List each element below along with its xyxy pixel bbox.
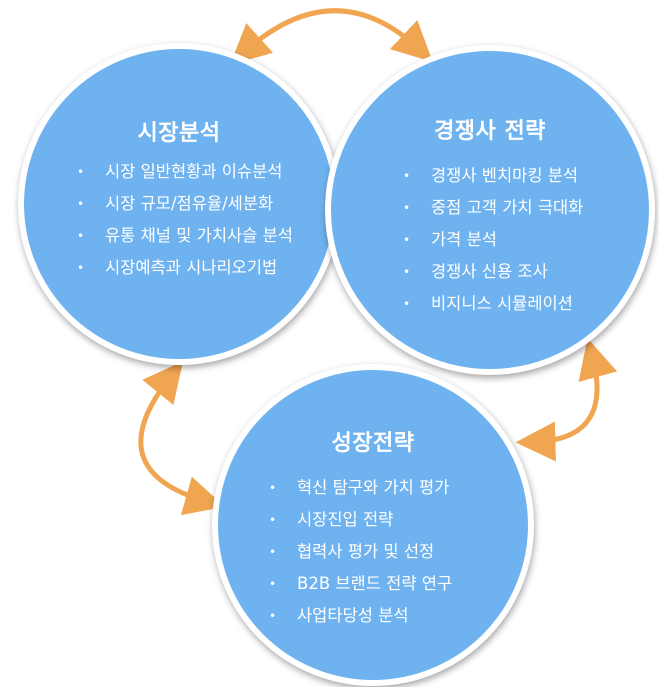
list-item: • 경쟁사 벤치마킹 분석 xyxy=(401,160,583,192)
list-item-label: 혁신 탐구와 가치 평가 xyxy=(297,478,450,497)
list-item-label: 비지니스 시뮬레이션 xyxy=(431,294,573,313)
list-item: • 시장진입 전략 xyxy=(267,504,452,536)
bullet-icon: • xyxy=(269,481,277,495)
competitor-strategy-title: 경쟁사 전략 xyxy=(434,119,546,144)
list-item-label: 협력사 평가 및 선정 xyxy=(297,542,435,561)
list-item-label: 사업타당성 분석 xyxy=(297,606,409,625)
list-item-label: 시장진입 전략 xyxy=(297,510,394,529)
bullet-icon: • xyxy=(403,297,411,311)
list-item: • 중점 고객 가치 극대화 xyxy=(401,192,583,224)
market-analysis-circle: 시장분석 • 시장 일반현황과 이슈분석 • 시장 규모/점유율/세분화 • 유통 채… xyxy=(18,43,340,365)
bullet-icon: • xyxy=(77,165,85,179)
arrow-market-competitor xyxy=(230,8,433,65)
list-item: • 시장예측과 시나리오기법 xyxy=(75,252,293,284)
competitor-strategy-list: • 경쟁사 벤치마킹 분석 • 중점 고객 가치 극대화 • 가격 분석 • 경쟁사 신… xyxy=(401,160,583,320)
arrow-competitor-growth xyxy=(515,338,618,462)
bullet-icon: • xyxy=(77,197,85,211)
growth-strategy-list: • 혁신 탐구와 가치 평가 • 시장진입 전략 • 협력사 평가 및 선정 • B2B… xyxy=(267,472,452,632)
market-analysis-title: 시장분석 xyxy=(137,121,221,146)
list-item-label: 유통 채널 및 가치사슬 분석 xyxy=(105,226,293,245)
bullet-icon: • xyxy=(77,229,85,243)
bullet-icon: • xyxy=(77,261,85,275)
market-analysis-list: • 시장 일반현황과 이슈분석 • 시장 규모/점유율/세분화 • 유통 채널 및 가… xyxy=(75,156,293,284)
bullet-icon: • xyxy=(269,577,277,591)
list-item-label: B2B 브랜드 전략 연구 xyxy=(297,574,453,593)
growth-strategy-circle: 성장전략 • 혁신 탐구와 가치 평가 • 시장진입 전략 • 협력사 평가 및 선정… xyxy=(212,364,534,686)
list-item: • 시장 일반현황과 이슈분석 xyxy=(75,156,293,188)
list-item: • 유통 채널 및 가치사슬 분석 xyxy=(75,220,293,252)
bullet-icon: • xyxy=(403,169,411,183)
bullet-icon: • xyxy=(403,233,411,247)
list-item-label: 시장 규모/점유율/세분화 xyxy=(105,194,274,213)
list-item-label: 가격 분석 xyxy=(431,230,497,249)
list-item-label: 경쟁사 신용 조사 xyxy=(431,262,548,281)
list-item: • 협력사 평가 및 선정 xyxy=(267,536,452,568)
list-item: • 시장 규모/점유율/세분화 xyxy=(75,188,293,220)
bullet-icon: • xyxy=(403,265,411,279)
list-item: • 경쟁사 신용 조사 xyxy=(401,256,583,288)
bullet-icon: • xyxy=(269,545,277,559)
bullet-icon: • xyxy=(269,609,277,623)
competitor-strategy-circle: 경쟁사 전략 • 경쟁사 벤치마킹 분석 • 중점 고객 가치 극대화 • 가격 분석… xyxy=(325,45,655,375)
bullet-icon: • xyxy=(269,513,277,527)
list-item-label: 경쟁사 벤치마킹 분석 xyxy=(431,166,579,185)
arrow-growth-market xyxy=(138,361,225,516)
list-item: • 비지니스 시뮬레이션 xyxy=(401,288,583,320)
list-item: • 가격 분석 xyxy=(401,224,583,256)
list-item-label: 시장예측과 시나리오기법 xyxy=(105,258,278,277)
list-item: • 혁신 탐구와 가치 평가 xyxy=(267,472,452,504)
list-item-label: 중점 고객 가치 극대화 xyxy=(431,198,584,217)
list-item: • B2B 브랜드 전략 연구 xyxy=(267,568,452,600)
list-item-label: 시장 일반현황과 이슈분석 xyxy=(105,162,283,181)
list-item: • 사업타당성 분석 xyxy=(267,600,452,632)
bullet-icon: • xyxy=(403,201,411,215)
growth-strategy-title: 성장전략 xyxy=(331,431,415,456)
